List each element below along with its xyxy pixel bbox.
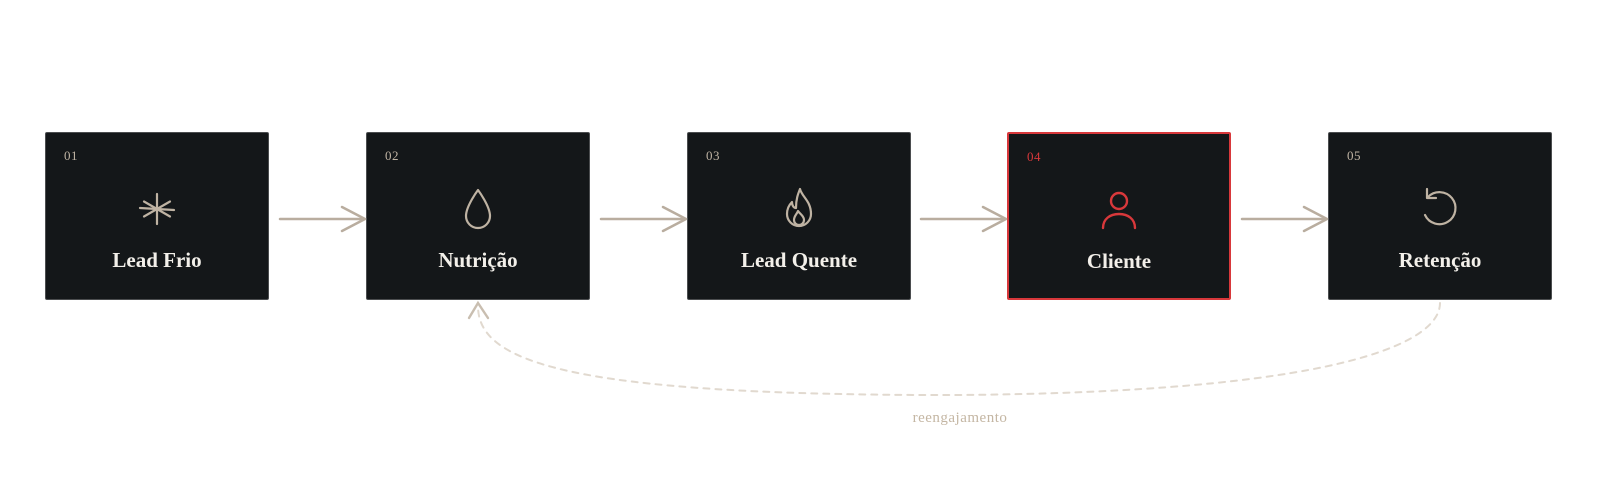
droplet-icon	[454, 185, 502, 233]
loop-arrow	[467, 300, 1441, 397]
stage-label: Retenção	[1398, 248, 1482, 272]
stage-number: 03	[706, 148, 720, 163]
arrow-01-02	[278, 205, 367, 233]
stage-card-lead-frio: 01 Lead Frio	[45, 132, 269, 300]
snowflake-icon	[133, 185, 181, 233]
stage-label: Nutrição	[438, 248, 518, 272]
stage-card-lead-quente: 03 Lead Quente	[687, 132, 911, 300]
stage-card-cliente: 04 Cliente	[1007, 132, 1231, 300]
flame-icon	[775, 185, 823, 233]
stage-number: 01	[64, 148, 78, 163]
stage-number: 05	[1347, 148, 1361, 163]
user-icon	[1095, 186, 1143, 234]
stage-number: 04	[1027, 149, 1041, 164]
stage-card-retencao: 05 Retenção	[1328, 132, 1552, 300]
loop-label: reengajamento	[912, 410, 1008, 426]
stage-label: Lead Frio	[112, 248, 202, 272]
stage-card-nutricao: 02 Nutrição	[366, 132, 590, 300]
stage-label: Cliente	[1086, 249, 1152, 273]
stage-label: Lead Quente	[740, 248, 858, 272]
arrow-03-04	[919, 205, 1008, 233]
stage-number: 02	[385, 148, 399, 163]
arrow-02-03	[599, 205, 688, 233]
rotate-icon	[1416, 185, 1464, 233]
arrow-04-05	[1240, 205, 1329, 233]
